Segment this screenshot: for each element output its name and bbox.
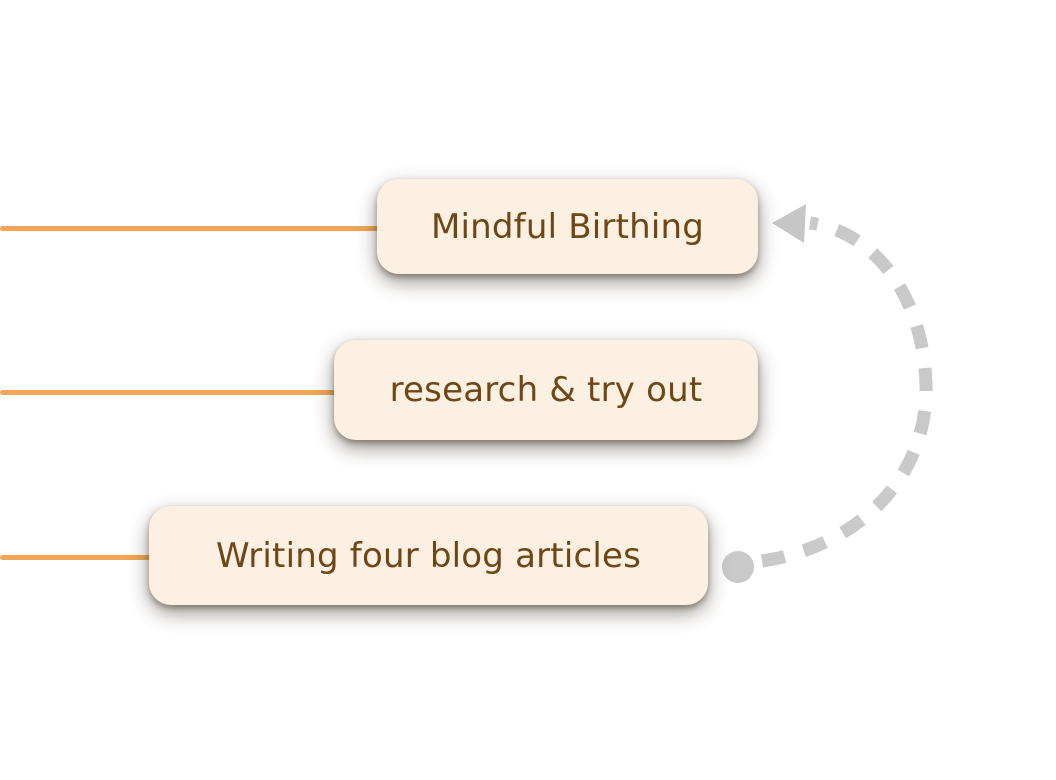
node-label: research & try out — [389, 370, 703, 410]
node-label: Writing four blog articles — [215, 535, 642, 576]
node-writing-blog-articles[interactable]: Writing four blog articles — [149, 506, 708, 605]
node-research-try-out[interactable]: research & try out — [334, 340, 758, 440]
relationship-arrowhead-icon — [772, 204, 806, 243]
branch-line-writing-blog-articles — [0, 555, 153, 560]
relationship-dashed-line[interactable] — [761, 216, 933, 568]
branch-line-mindful-birthing — [0, 226, 380, 231]
node-label: Mindful Birthing — [430, 206, 705, 247]
node-mindful-birthing[interactable]: Mindful Birthing — [377, 179, 758, 274]
relationship-start-dot[interactable] — [722, 551, 754, 583]
branch-line-research-try-out — [0, 390, 338, 395]
